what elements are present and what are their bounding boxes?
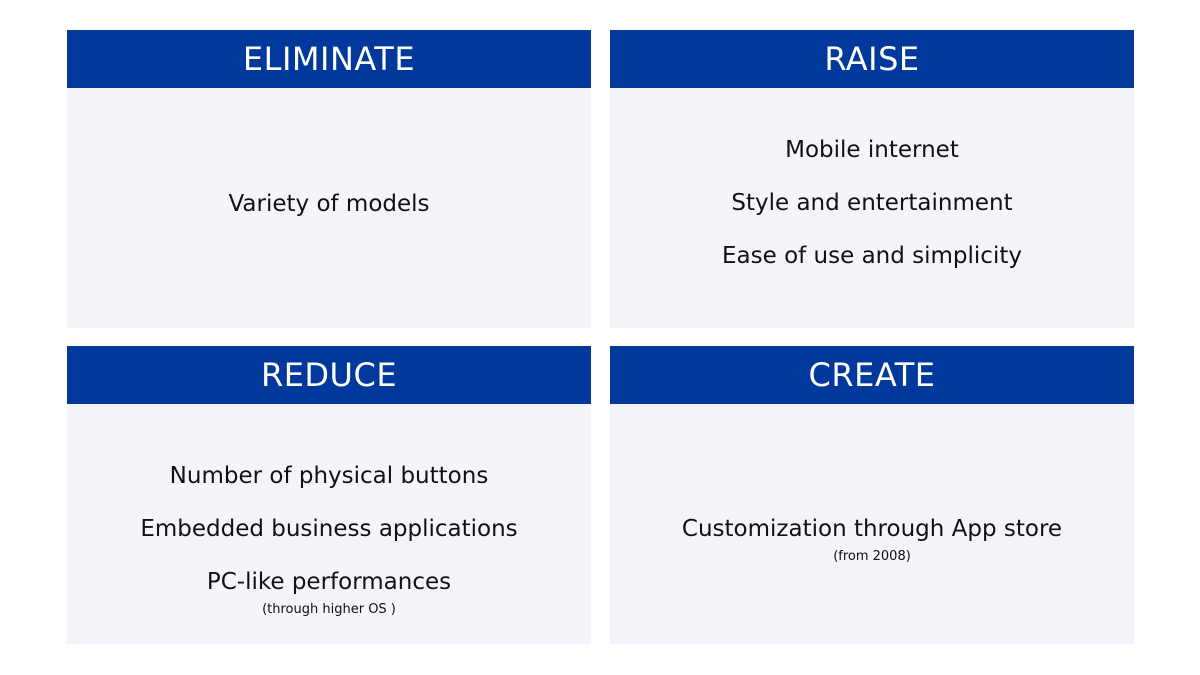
- reduce-item: PC-like performances: [206, 568, 452, 595]
- reduce-item: Embedded business applications: [140, 515, 518, 542]
- raise-body: Mobile internet Style and entertainment …: [610, 88, 1134, 328]
- reduce-note: (through higher OS ): [262, 601, 396, 617]
- create-body: Customization through App store (from 20…: [610, 404, 1134, 644]
- raise-item: Style and entertainment: [731, 189, 1013, 216]
- create-title: CREATE: [808, 356, 936, 394]
- reduce-header: REDUCE: [67, 346, 591, 404]
- raise-item: Mobile internet: [785, 136, 959, 163]
- create-panel: CREATE Customization through App store (…: [610, 346, 1134, 644]
- raise-header: RAISE: [610, 30, 1134, 88]
- reduce-body: Number of physical buttons Embedded busi…: [67, 404, 591, 644]
- create-note: (from 2008): [833, 548, 911, 564]
- raise-title: RAISE: [824, 40, 920, 78]
- raise-item: Ease of use and simplicity: [722, 242, 1022, 269]
- eliminate-header: ELIMINATE: [67, 30, 591, 88]
- eliminate-title: ELIMINATE: [242, 40, 416, 78]
- eliminate-panel: ELIMINATE Variety of models: [67, 30, 591, 328]
- eliminate-item: Variety of models: [228, 190, 430, 217]
- create-item: Customization through App store: [681, 515, 1063, 542]
- reduce-item: Number of physical buttons: [169, 462, 489, 489]
- reduce-panel: REDUCE Number of physical buttons Embedd…: [67, 346, 591, 644]
- reduce-title: REDUCE: [260, 356, 398, 394]
- create-header: CREATE: [610, 346, 1134, 404]
- eliminate-body: Variety of models: [67, 88, 591, 328]
- raise-panel: RAISE Mobile internet Style and entertai…: [610, 30, 1134, 328]
